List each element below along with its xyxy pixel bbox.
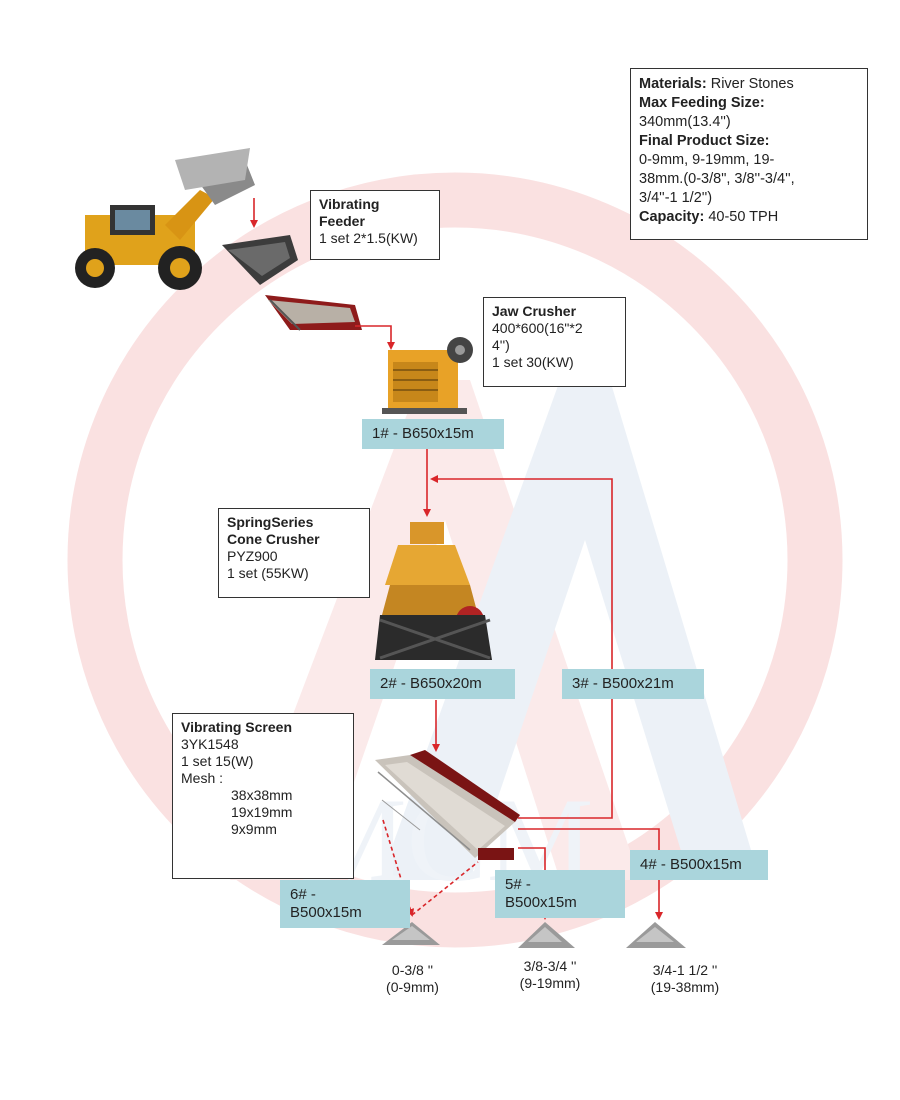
final-size-line3: 3/4''-1 1/2'') — [639, 190, 713, 206]
vibrating-screen-icon — [375, 750, 520, 860]
output-fine-line2: (0-9mm) — [386, 979, 439, 995]
screen-mesh-3: 9x9mm — [231, 821, 277, 837]
belt-5-line2: B500x15m — [505, 894, 577, 911]
output-coarse-line2: (19-38mm) — [650, 979, 720, 995]
output-medium-line1: 3/8-3/4 '' — [523, 958, 577, 974]
stockpile-fine-icon — [382, 922, 440, 945]
belt-1-label: 1# - B650x15m — [362, 419, 504, 449]
cone-title-line1: SpringSeries — [227, 514, 314, 530]
output-medium-line2: (9-19mm) — [519, 975, 581, 991]
output-coarse-line1: 3/4-1 1/2 '' — [652, 962, 718, 978]
screen-model: 3YK1548 — [181, 736, 239, 752]
stockpile-coarse-icon — [626, 922, 686, 948]
belt-5-line1: 5# - — [505, 876, 531, 893]
cone-crusher-box: SpringSeries Cone Crusher PYZ900 1 set (… — [218, 508, 370, 598]
belt-3-label: 3# - B500x21m — [562, 669, 704, 699]
screen-mesh-1: 38x38mm — [231, 787, 293, 803]
jaw-crusher-box: Jaw Crusher 400*600(16"*2 4'') 1 set 30(… — [483, 297, 626, 387]
output-medium-label: 3/8-3/4 '' (9-19mm) — [500, 958, 600, 992]
belt-5-label: 5# - B500x15m — [495, 870, 625, 918]
materials-info-box: Materials: River Stones Max Feeding Size… — [630, 68, 868, 240]
materials-label: Materials: — [639, 76, 707, 92]
jaw-crusher-icon — [382, 337, 473, 414]
vibrating-feeder-icon — [222, 235, 362, 331]
output-fine-label: 0-3/8 '' (0-9mm) — [365, 962, 460, 996]
arrow-fine-side — [411, 861, 479, 916]
belt-2-label: 2# - B650x20m — [370, 669, 515, 699]
output-fine-line1: 0-3/8 '' — [391, 962, 434, 978]
arrow-recycle-to-cone — [430, 475, 613, 819]
wheel-loader-icon — [75, 148, 255, 290]
cone-model: PYZ900 — [227, 548, 278, 564]
screen-spec: 1 set 15(W) — [181, 753, 254, 769]
arrow-feeder-to-jaw — [355, 325, 395, 350]
cone-crusher-icon — [375, 522, 492, 660]
arrow-to-coarse — [518, 828, 663, 920]
jaw-spec-line3: 1 set 30(KW) — [492, 354, 574, 370]
cone-title-line2: Cone Crusher — [227, 531, 320, 547]
feeder-title-line1: Vibrating — [319, 196, 380, 212]
belt-6-line1: 6# - — [290, 886, 316, 903]
jaw-spec-line1: 400*600(16"*2 — [492, 320, 583, 336]
materials-value: River Stones — [710, 76, 794, 92]
max-feed-value: 340mm(13.4'') — [639, 114, 731, 130]
max-feed-label: Max Feeding Size: — [639, 95, 765, 111]
final-size-line1: 0-9mm, 9-19mm, 19- — [639, 152, 775, 168]
screen-mesh-label: Mesh : — [181, 770, 224, 786]
screen-mesh-2: 19x19mm — [231, 804, 293, 820]
feeder-title-line2: Feeder — [319, 213, 365, 229]
final-size-line2: 38mm.(0-3/8", 3/8''-3/4'', — [639, 171, 795, 187]
capacity-label: Capacity: — [639, 209, 705, 225]
feeder-spec: 1 set 2*1.5(KW) — [319, 230, 418, 246]
final-size-label: Final Product Size: — [639, 133, 770, 149]
belt-6-line2: B500x15m — [290, 904, 362, 921]
belt-4-label: 4# - B500x15m — [630, 850, 768, 880]
vibrating-feeder-box: Vibrating Feeder 1 set 2*1.5(KW) — [310, 190, 440, 260]
output-coarse-label: 3/4-1 1/2 '' (19-38mm) — [625, 962, 745, 996]
capacity-value: 40-50 TPH — [708, 209, 779, 225]
stockpile-medium-icon — [518, 922, 575, 948]
belt-6-label: 6# - B500x15m — [280, 880, 410, 928]
jaw-title: Jaw Crusher — [492, 303, 577, 319]
screen-title: Vibrating Screen — [181, 719, 293, 735]
cone-spec: 1 set (55KW) — [227, 565, 309, 581]
jaw-spec-line2: 4'') — [492, 337, 510, 353]
vibrating-screen-box: Vibrating Screen 3YK1548 1 set 15(W) Mes… — [172, 713, 354, 879]
arrow-to-fine — [382, 819, 415, 917]
